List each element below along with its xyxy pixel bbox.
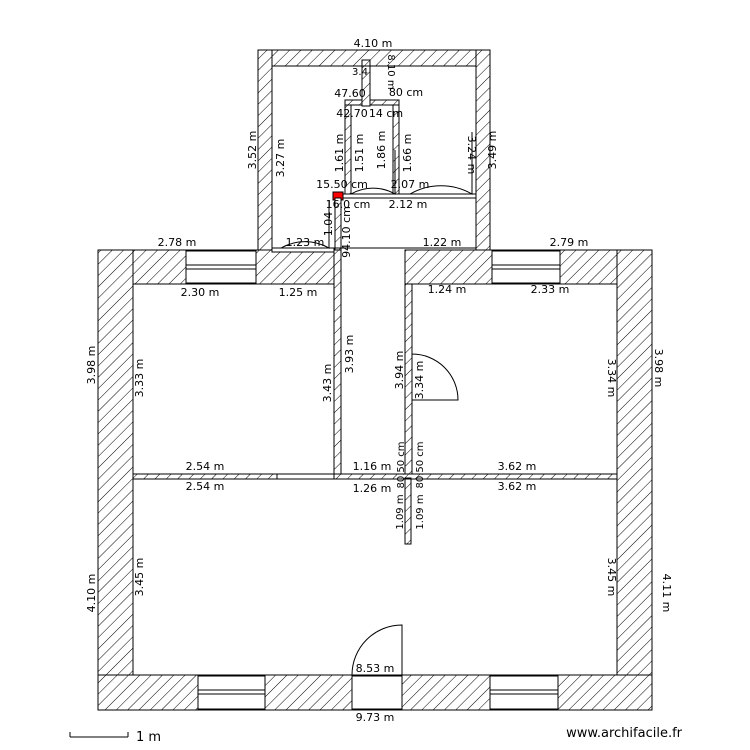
annex-wall-top — [257, 49, 491, 67]
dim-closet-left: 1.61 m — [333, 134, 346, 173]
dim-main-bottom-ext: 9.73 m — [356, 711, 395, 724]
dim-corridor-door-a: 80.50 cm — [396, 441, 407, 488]
dim-corridor-door-b: 80.50 cm — [415, 441, 426, 488]
dim-annex-bottom-left: 1.23 m — [286, 236, 325, 249]
window-bottom-left — [197, 675, 266, 710]
dim-wall-cm2: 16.0 cm — [326, 198, 371, 211]
partition-left — [132, 473, 278, 480]
window-top-left — [185, 250, 257, 284]
dim-room-bottom-top-right: 3.62 m — [498, 480, 537, 493]
dim-room-bottom-right: 3.45 m — [605, 558, 618, 597]
dim-annex-right-ext: 3.49 m — [486, 131, 499, 170]
door-front — [351, 624, 403, 676]
dim-closet-top: 42.70 — [336, 107, 368, 120]
dim-closet-right: 1.66 m — [401, 134, 414, 173]
door-closet — [350, 150, 396, 195]
dim-room-tl-right-b: 3.93 m — [343, 335, 356, 374]
dim-door-h: 1.04 — [322, 212, 335, 237]
dim-shaft-left-cm: 47.60 — [334, 87, 366, 100]
dim-corridor-door-c: 1.09 m — [395, 494, 406, 529]
dim-closet-top2: 14 cm — [369, 107, 403, 120]
corridor-wall-left — [333, 249, 342, 479]
dim-main-right-top: 3.98 m — [652, 349, 665, 388]
dim-annex-bottom-right: 1.22 m — [423, 236, 462, 249]
corridor-wall-bottom — [333, 473, 618, 480]
dim-corridor-bottom-b: 1.26 m — [353, 482, 392, 495]
annex-wall-left — [257, 49, 273, 251]
dim-room-bottom-left: 3.45 m — [133, 558, 146, 597]
dim-closet-inner: 1.51 m — [353, 134, 366, 173]
shaft — [361, 59, 371, 107]
dim-shaft-top: 3.4 — [352, 67, 368, 78]
dim-corridor-door-d: 1.09 m — [415, 494, 426, 529]
dim-main-top-right: 2.79 m — [550, 236, 589, 249]
wall-right — [616, 249, 653, 711]
door-room-tr — [411, 350, 459, 401]
watermark: www.archifacile.fr — [566, 726, 682, 741]
main-walls — [97, 249, 653, 711]
dim-room-tr-bottom: 3.62 m — [498, 460, 537, 473]
annex-walls — [257, 49, 491, 251]
dim-room-tl-top-b: 1.25 m — [279, 286, 318, 299]
dim-room-tr-left-b: 3.34 m — [413, 361, 426, 400]
windows — [185, 250, 561, 710]
dim-annex-left-ext: 3.52 m — [246, 131, 259, 170]
doors — [280, 132, 473, 676]
dim-wall-cm: 15.50 cm — [316, 178, 368, 191]
dimension-labels: 4.10 m 3.52 m 3.27 m 3.24 m 3.49 m 1.23 … — [85, 37, 673, 724]
dim-wall-m2: 2.12 m — [389, 198, 428, 211]
dim-room-tr-left-a: 3.94 m — [393, 351, 406, 390]
dim-annex-top: 4.10 m — [354, 37, 393, 50]
dim-main-left-top: 3.98 m — [85, 346, 98, 385]
scale-bar-label: 1 m — [136, 730, 161, 745]
dim-room-tl-left: 3.33 m — [133, 359, 146, 398]
scale-bar: 1 m — [69, 730, 161, 745]
dim-wall-m: 2.07 m — [391, 178, 430, 191]
dim-main-right-bottom: 4.11 m — [660, 574, 673, 613]
dim-main-top-left: 2.78 m — [158, 236, 197, 249]
dim-shaft-right: 8.10 m — [385, 54, 396, 89]
window-bottom-right — [489, 675, 559, 710]
dim-room-tl-top-a: 2.30 m — [181, 286, 220, 299]
corridor-thin-wall — [334, 197, 342, 251]
dim-closet-inner2: 1.86 m — [375, 131, 388, 170]
dim-corridor-cm: 94.10 cm — [340, 206, 353, 258]
dim-room-bottom-top-left: 2.54 m — [186, 480, 225, 493]
partition-door-post — [404, 477, 412, 545]
dim-room-tl-right-a: 3.43 m — [321, 364, 334, 403]
dim-corridor-bottom-a: 1.16 m — [353, 460, 392, 473]
closet-top — [344, 99, 400, 106]
dim-main-bottom-int: 8.53 m — [356, 662, 395, 675]
dim-room-tr-right: 3.34 m — [605, 359, 618, 398]
wall-left — [97, 249, 134, 711]
dim-shaft-cm: 80 cm — [389, 86, 423, 99]
dim-room-tr-top-a: 1.24 m — [428, 283, 467, 296]
dim-annex-right-int: 3.24 m — [465, 136, 478, 175]
dim-annex-left-int: 3.27 m — [274, 139, 287, 178]
dim-room-tl-bottom: 2.54 m — [186, 460, 225, 473]
dim-main-left-bottom: 4.10 m — [85, 574, 98, 613]
front-door-opening — [351, 675, 403, 710]
window-top-right — [491, 250, 561, 284]
door-annex-right — [409, 132, 473, 195]
door-annex-left — [280, 200, 330, 249]
dim-room-tr-top-b: 2.33 m — [531, 283, 570, 296]
